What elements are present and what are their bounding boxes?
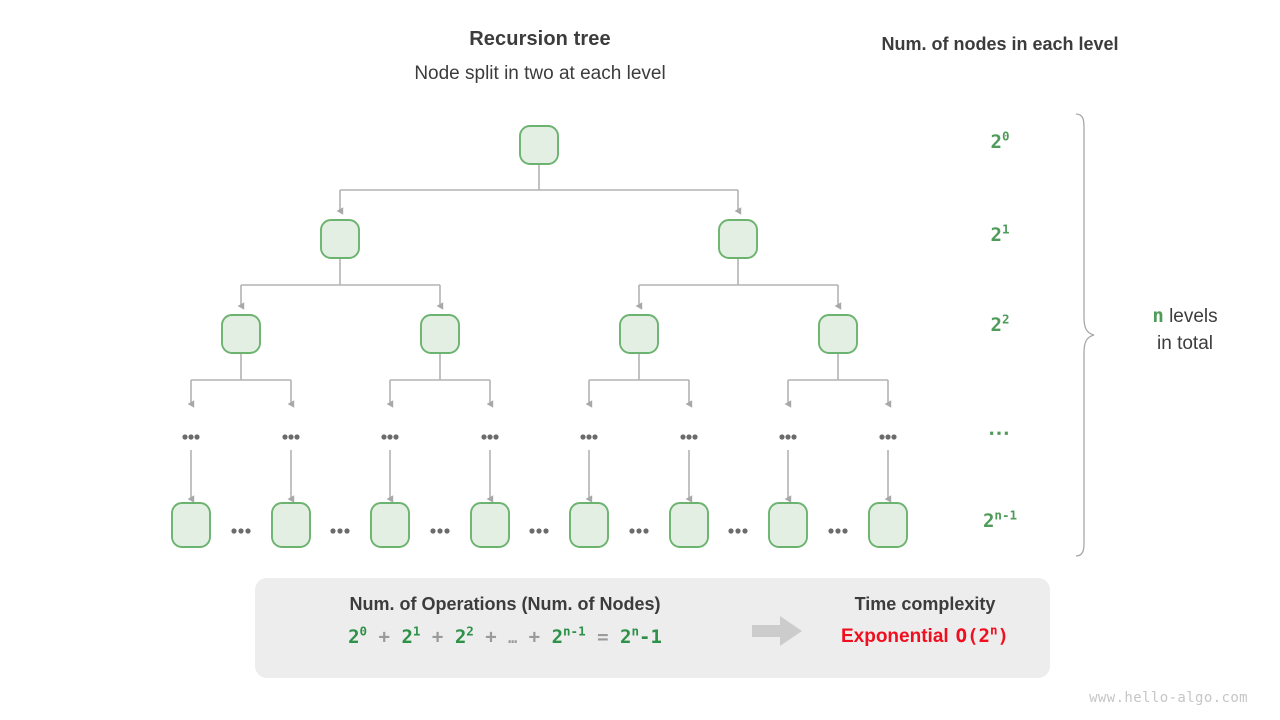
level-count-ellipsis: ⋯: [988, 420, 1012, 445]
ellipsis-icon: [728, 528, 748, 534]
total-levels-label: n levels in total: [1100, 303, 1270, 357]
tree-node: [818, 314, 858, 354]
ellipsis-icon: [680, 434, 698, 440]
level-count-last: 2n-1: [982, 507, 1018, 532]
complexity-title: Time complexity: [854, 594, 996, 614]
operations-formula: 20 + 21 + 22 + … + 2n-1 = 2n-1: [348, 623, 662, 648]
operations-title: Num. of Operations (Num. of Nodes): [349, 594, 661, 614]
levels-word: levels: [1169, 306, 1218, 327]
ellipsis-icon: [529, 528, 549, 534]
levels-brace-icon: [1075, 113, 1095, 557]
tree-nodes: [171, 125, 908, 548]
ellipsis-icon: [381, 434, 399, 440]
tree-node: [718, 219, 758, 259]
horizontal-ellipsis-group: [231, 528, 848, 534]
tree-node: [519, 125, 559, 165]
tree-node: [619, 314, 659, 354]
tree-node: [470, 502, 510, 548]
ellipsis-icon: [282, 434, 300, 440]
complexity-block: Time complexity Exponential O(2n): [800, 594, 1050, 648]
tree-node: [221, 314, 261, 354]
tree-edges: [187, 164, 892, 503]
complexity-word: Exponential: [840, 626, 949, 647]
big-o-notation: O(2n): [955, 622, 1009, 647]
ellipsis-icon: [779, 434, 797, 440]
ellipsis-icon: [231, 528, 251, 534]
nodes-per-level-heading: Num. of nodes in each level: [881, 34, 1119, 54]
tree-node: [420, 314, 460, 354]
vertical-ellipsis-group: [182, 434, 897, 440]
tree-node: [669, 502, 709, 548]
levels-n-symbol: n: [1152, 305, 1164, 327]
tree-node: [868, 502, 908, 548]
ellipsis-icon: [580, 434, 598, 440]
ellipsis-icon: [430, 528, 450, 534]
ellipsis-icon: [629, 528, 649, 534]
tree-node: [768, 502, 808, 548]
recursion-tree-graphic: [171, 125, 908, 548]
ellipsis-icon: [182, 434, 200, 440]
right-arrow-icon: [752, 616, 802, 646]
page-subtitle: Node split in two at each level: [414, 63, 666, 84]
operations-block: Num. of Operations (Num. of Nodes) 20 + …: [255, 594, 755, 648]
page-title: Recursion tree: [469, 28, 611, 50]
tree-node: [569, 502, 609, 548]
level-count-0: 20: [990, 128, 1010, 153]
ellipsis-icon: [330, 528, 350, 534]
summary-panel: Num. of Operations (Num. of Nodes) 20 + …: [255, 578, 1050, 678]
ellipsis-icon: [879, 434, 897, 440]
ellipsis-icon: [481, 434, 499, 440]
level-count-1: 21: [990, 221, 1010, 246]
tree-node: [370, 502, 410, 548]
level-count-2: 22: [990, 311, 1010, 336]
tree-node: [320, 219, 360, 259]
tree-node: [271, 502, 311, 548]
tree-node: [171, 502, 211, 548]
complexity-value: Exponential O(2n): [800, 622, 1050, 648]
ellipsis-icon: [828, 528, 848, 534]
watermark: www.hello-algo.com: [1089, 690, 1248, 706]
levels-in-total: in total: [1157, 333, 1213, 354]
